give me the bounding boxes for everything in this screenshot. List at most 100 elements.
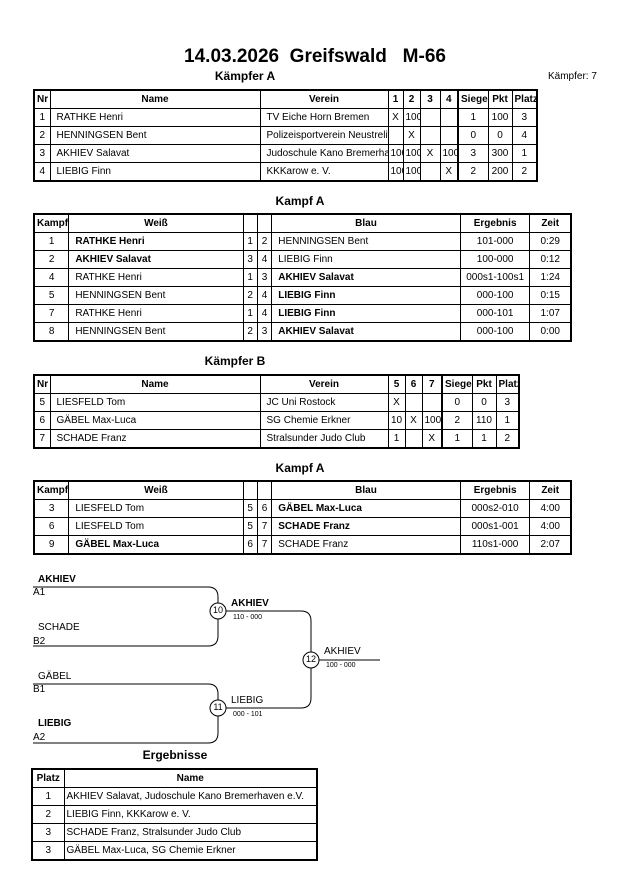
cell [439,126,459,145]
cell: 1:07 [529,304,572,323]
cell: 5 [242,517,258,536]
cell: 3 [495,393,520,412]
cell [439,108,459,127]
cell [419,162,441,182]
table-row: 4 RATHKE Henri 1 3 AKHIEV Salavat 000s1-… [33,268,572,287]
cell: 3 [256,322,273,342]
bracket-r1-2-seed: B2 [33,636,46,647]
col-siege: Siege [457,89,489,109]
bracket-r1-3-name: GÄBEL [38,671,72,682]
table-row: 4 LIEBIG Finn KKKarow e. V. 100 100 X 2 … [33,162,538,182]
fighters-count: Kämpfer: 7 [548,71,597,82]
col-5: 5 [387,374,406,394]
cell: JC Uni Rostock [259,393,389,412]
cell: 2 [242,286,258,305]
cell: AKHIEV Salavat [68,250,244,269]
cell: 9 [33,535,70,555]
table-row: 1 AKHIEV Salavat, Judoschule Kano Bremer… [31,787,318,806]
table-row: 3 AKHIEV Salavat Judoschule Kano Bremerh… [33,144,538,163]
cell: 1:24 [529,268,572,287]
cell: AKHIEV Salavat [271,268,461,287]
cell: 2 [31,805,65,824]
cell: 2 [495,429,520,449]
group-a-title: Kämpfer A [214,69,276,83]
col-blau: Blau [271,213,461,233]
cell: X [387,108,404,127]
cell: 1 [242,304,258,323]
cell: GÄBEL Max-Luca, SG Chemie Erkner [63,841,318,861]
results-table: Platz Name 1 AKHIEV Salavat, Judoschule … [31,768,318,861]
col-4: 4 [439,89,459,109]
cell: 4 [511,126,538,145]
fighters-a-table: Nr Name Verein 1 2 3 4 Siege Pkt Platz 1… [33,89,538,182]
cell: 1 [387,429,406,449]
bracket-r1-bot-name: LIEBIG [38,718,72,729]
col-platz: Platz [511,89,538,109]
table-row: 1 RATHKE Henri 1 2 HENNINGSEN Bent 101-0… [33,232,572,251]
col-6: 6 [404,374,423,394]
cell: 100-000 [459,250,531,269]
cell: LIEBIG Finn [271,286,461,305]
cell: 000s1-001 [459,517,531,536]
cell: 2 [441,411,473,430]
cell: 2 [511,162,538,182]
cell: 2 [256,232,273,251]
match-circle-12 [302,651,320,669]
page-title: 14.03.2026 Greifswald M-66 [184,46,446,67]
col-verein: Verein [259,374,389,394]
cell: AKHIEV Salavat, Judoschule Kano Bremerha… [63,787,318,806]
table-row: 8 HENNINGSEN Bent 2 3 AKHIEV Salavat 000… [33,322,572,342]
cell: 110 [471,411,497,430]
cell: 4 [256,250,273,269]
cell: 6 [242,535,258,555]
cell: 3 [33,144,51,163]
col-7: 7 [421,374,443,394]
cell: 3 [31,823,65,842]
cell: GÄBEL Max-Luca [68,535,244,555]
cell: 3 [31,841,65,861]
bracket-m10-winner: AKHIEV [231,598,269,609]
cell: 100 [421,411,443,430]
cell: LIEBIG Finn [271,304,461,323]
cell: 100 [387,144,404,163]
bracket-r1-top-name: AKHIEV [38,574,76,585]
col-platz: Platz [495,374,520,394]
cell [404,393,423,412]
cell: Polizeisportverein Neustrelitz e.V. Abt.… [259,126,389,145]
cell: 1 [31,787,65,806]
cell: 2 [33,126,51,145]
col-nr: Nr [33,89,51,109]
cell: 0 [441,393,473,412]
bracket-line-m11 [33,683,219,744]
table-row: 7 SCHADE Franz Stralsunder Judo Club 1 X… [33,429,520,449]
col-blau: Blau [271,480,461,500]
cell: 2 [457,162,489,182]
cell: RATHKE Henri [49,108,261,127]
cell: X [404,411,423,430]
match-number-12: 12 [305,654,316,664]
cell: 2:07 [529,535,572,555]
cell: GÄBEL Max-Luca [49,411,261,430]
col-verein: Verein [259,89,389,109]
cell: 3 [242,250,258,269]
bracket-r1-2-name: SCHADE [38,622,80,633]
cell: 4:00 [529,517,572,536]
bracket-r1-3-seed: B1 [33,684,46,695]
table-row: 5 HENNINGSEN Bent 2 4 LIEBIG Finn 000-10… [33,286,572,305]
table-row: 5 LIESFELD Tom JC Uni Rostock X 0 0 3 [33,393,520,412]
cell: 6 [33,411,51,430]
cell: 6 [256,499,273,518]
cell: 4:00 [529,499,572,518]
bracket-m11-winner: LIEBIG [231,695,264,706]
cell: 3 [457,144,489,163]
cell: SCHADE Franz [271,535,461,555]
cell: 5 [33,286,70,305]
cell: LIESFELD Tom [49,393,261,412]
cell: 0:15 [529,286,572,305]
kampf-b-title: Kampf A [275,461,325,475]
cell: HENNINGSEN Bent [271,232,461,251]
cell: LIEBIG Finn [49,162,261,182]
cell: 100 [387,162,404,182]
table-row: 3 GÄBEL Max-Luca, SG Chemie Erkner [31,841,318,861]
bracket-m12-winner: AKHIEV [324,646,361,657]
